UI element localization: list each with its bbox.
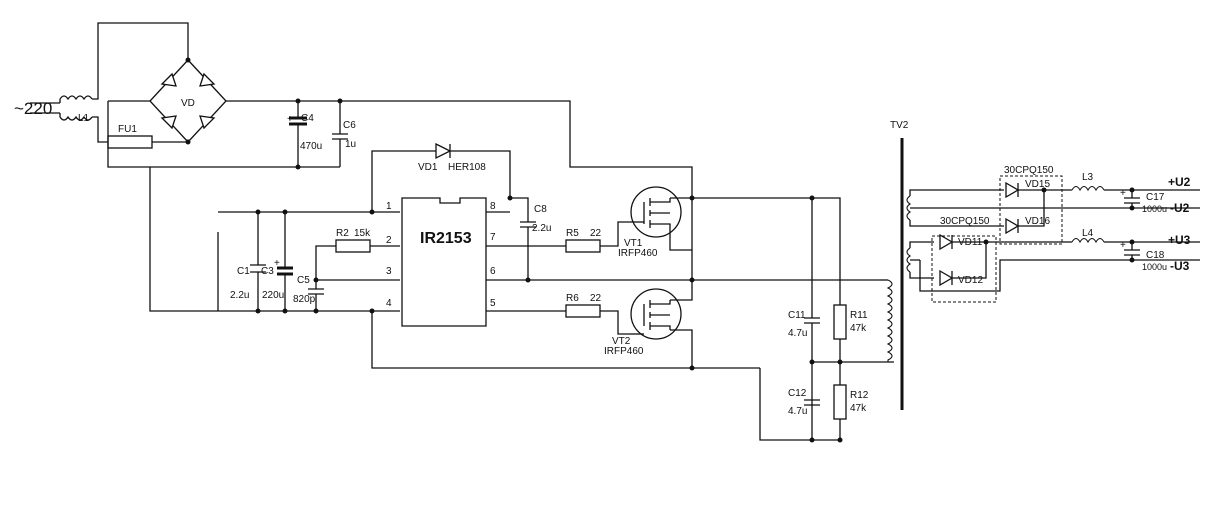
c18-name: C18 — [1146, 250, 1165, 261]
mosfet-vt1: VT1 IRFP460 — [618, 186, 695, 283]
r5-value: 22 — [590, 228, 602, 239]
vd15-label: VD15 — [1025, 179, 1050, 190]
resistor-r11 — [833, 304, 847, 340]
c1-name: C1 — [237, 266, 250, 277]
ic-pin-1: 1 — [386, 201, 392, 212]
tv2-label: TV2 — [890, 120, 909, 131]
l4-label: L4 — [1082, 228, 1094, 239]
ic-pin-2: 2 — [386, 235, 392, 246]
r2-name: R2 — [336, 228, 349, 239]
vd11-label: VD11 — [958, 237, 983, 248]
output-u2: L3 + C17 1000u +U2 -U2 — [1071, 172, 1200, 215]
r12-value: 47k — [850, 403, 867, 414]
resistor-r2 — [335, 239, 371, 253]
tv2-secondary-lower — [906, 247, 911, 273]
resistor-r6: R6 22 — [565, 293, 630, 335]
c17-name: C17 — [1146, 192, 1165, 203]
ic-label: IR2153 — [420, 230, 472, 247]
c4-value: 470u — [300, 141, 322, 152]
vt2-name: VT2 — [612, 336, 631, 347]
r5-name: R5 — [566, 228, 579, 239]
ic-pin-8: 8 — [490, 201, 496, 212]
output-neg-u2: -U2 — [1170, 201, 1190, 215]
c4-plus: + — [287, 114, 293, 125]
ic-pin-7: 7 — [490, 232, 496, 243]
choke-l3 — [1071, 185, 1105, 192]
r6-value: 22 — [590, 293, 602, 304]
r6-name: R6 — [566, 293, 579, 304]
vd16-label: VD16 — [1025, 216, 1050, 227]
c4-name: C4 — [301, 113, 314, 124]
c11-value: 4.7u — [788, 328, 807, 339]
l3-label: L3 — [1082, 172, 1094, 183]
c11-name: C11 — [788, 310, 806, 321]
vt1-type: IRFP460 — [618, 248, 658, 259]
vd1-value: HER108 — [448, 162, 486, 173]
ic-ir2153: IR2153 1 2 3 4 5 6 7 8 C8 2.2u — [371, 195, 880, 369]
mains-input-section: ~220 L1 FU1 — [14, 22, 189, 149]
lower-rectifier-type: 30CPQ150 — [940, 216, 990, 227]
c17-value: 1000u — [1142, 204, 1167, 214]
bridge-rectifier-vd: VD — [107, 57, 693, 198]
c3-plus: + — [274, 258, 280, 269]
r12-name: R12 — [850, 390, 869, 401]
fuse-fu1 — [107, 135, 153, 149]
c1-value: 2.2u — [230, 290, 249, 301]
upper-rectifier-type: 30CPQ150 — [1004, 165, 1054, 176]
l1-winding-bottom — [59, 115, 93, 121]
mains-voltage-label: ~220 — [14, 99, 52, 118]
rectifier-upper: 30CPQ150 VD15 VD16 30CPQ150 — [940, 165, 1072, 245]
c5-name: C5 — [297, 275, 310, 286]
output-neg-u3: -U3 — [1170, 259, 1190, 273]
vt1-name: VT1 — [624, 238, 643, 249]
vd12-label: VD12 — [958, 275, 983, 286]
ic-pin-6: 6 — [490, 266, 496, 277]
half-bridge-divider: C11 4.7u R11 47k C12 4.7u R12 47k — [692, 195, 894, 443]
c8-name: C8 — [534, 204, 547, 215]
c5-value: 820p — [293, 294, 316, 305]
vd1-name: VD1 — [418, 162, 438, 173]
ic-pin-4: 4 — [386, 298, 392, 309]
output-pos-u3: +U3 — [1168, 233, 1191, 247]
c6-value: 1u — [345, 139, 356, 150]
output-u3: L4 + C18 1000u +U3 -U3 — [1071, 228, 1200, 273]
capacitor-c6: C6 1u — [332, 98, 356, 167]
c12-name: C12 — [788, 388, 807, 399]
choke-l4 — [1071, 237, 1105, 244]
low-voltage-supply: C1 2.2u C3 + 220u C5 820p R2 15k VD1 HER… — [149, 142, 511, 314]
mosfet-vt2: VT2 IRFP460 — [604, 280, 695, 371]
resistor-r5: R5 22 — [565, 221, 630, 253]
fuse-label: FU1 — [118, 124, 137, 135]
c18-plus: + — [1120, 240, 1126, 251]
c3-name: C3 — [261, 266, 274, 277]
c17-plus: + — [1120, 188, 1126, 199]
bridge-label: VD — [181, 98, 195, 109]
c3-value: 220u — [262, 290, 284, 301]
output-pos-u2: +U2 — [1168, 175, 1191, 189]
l1-label: L1 — [78, 113, 90, 124]
transformer-tv2: TV2 — [880, 120, 1130, 410]
r11-value: 47k — [850, 323, 867, 334]
c6-name: C6 — [343, 120, 356, 131]
rectifier-lower: VD11 VD12 — [919, 233, 1130, 303]
l1-winding-top — [59, 95, 93, 101]
ic-pin-5: 5 — [490, 298, 496, 309]
tv2-primary-winding — [886, 279, 894, 363]
c12-value: 4.7u — [788, 406, 807, 417]
r11-name: R11 — [850, 310, 868, 321]
r2-value: 15k — [354, 228, 371, 239]
c18-value: 1000u — [1142, 262, 1167, 272]
tv2-secondary-upper — [906, 195, 911, 221]
c8-value: 2.2u — [532, 223, 551, 234]
resistor-r12 — [833, 384, 847, 420]
capacitor-c4: + C4 470u — [287, 98, 322, 170]
ic-pin-3: 3 — [386, 266, 392, 277]
vt2-type: IRFP460 — [604, 346, 644, 357]
